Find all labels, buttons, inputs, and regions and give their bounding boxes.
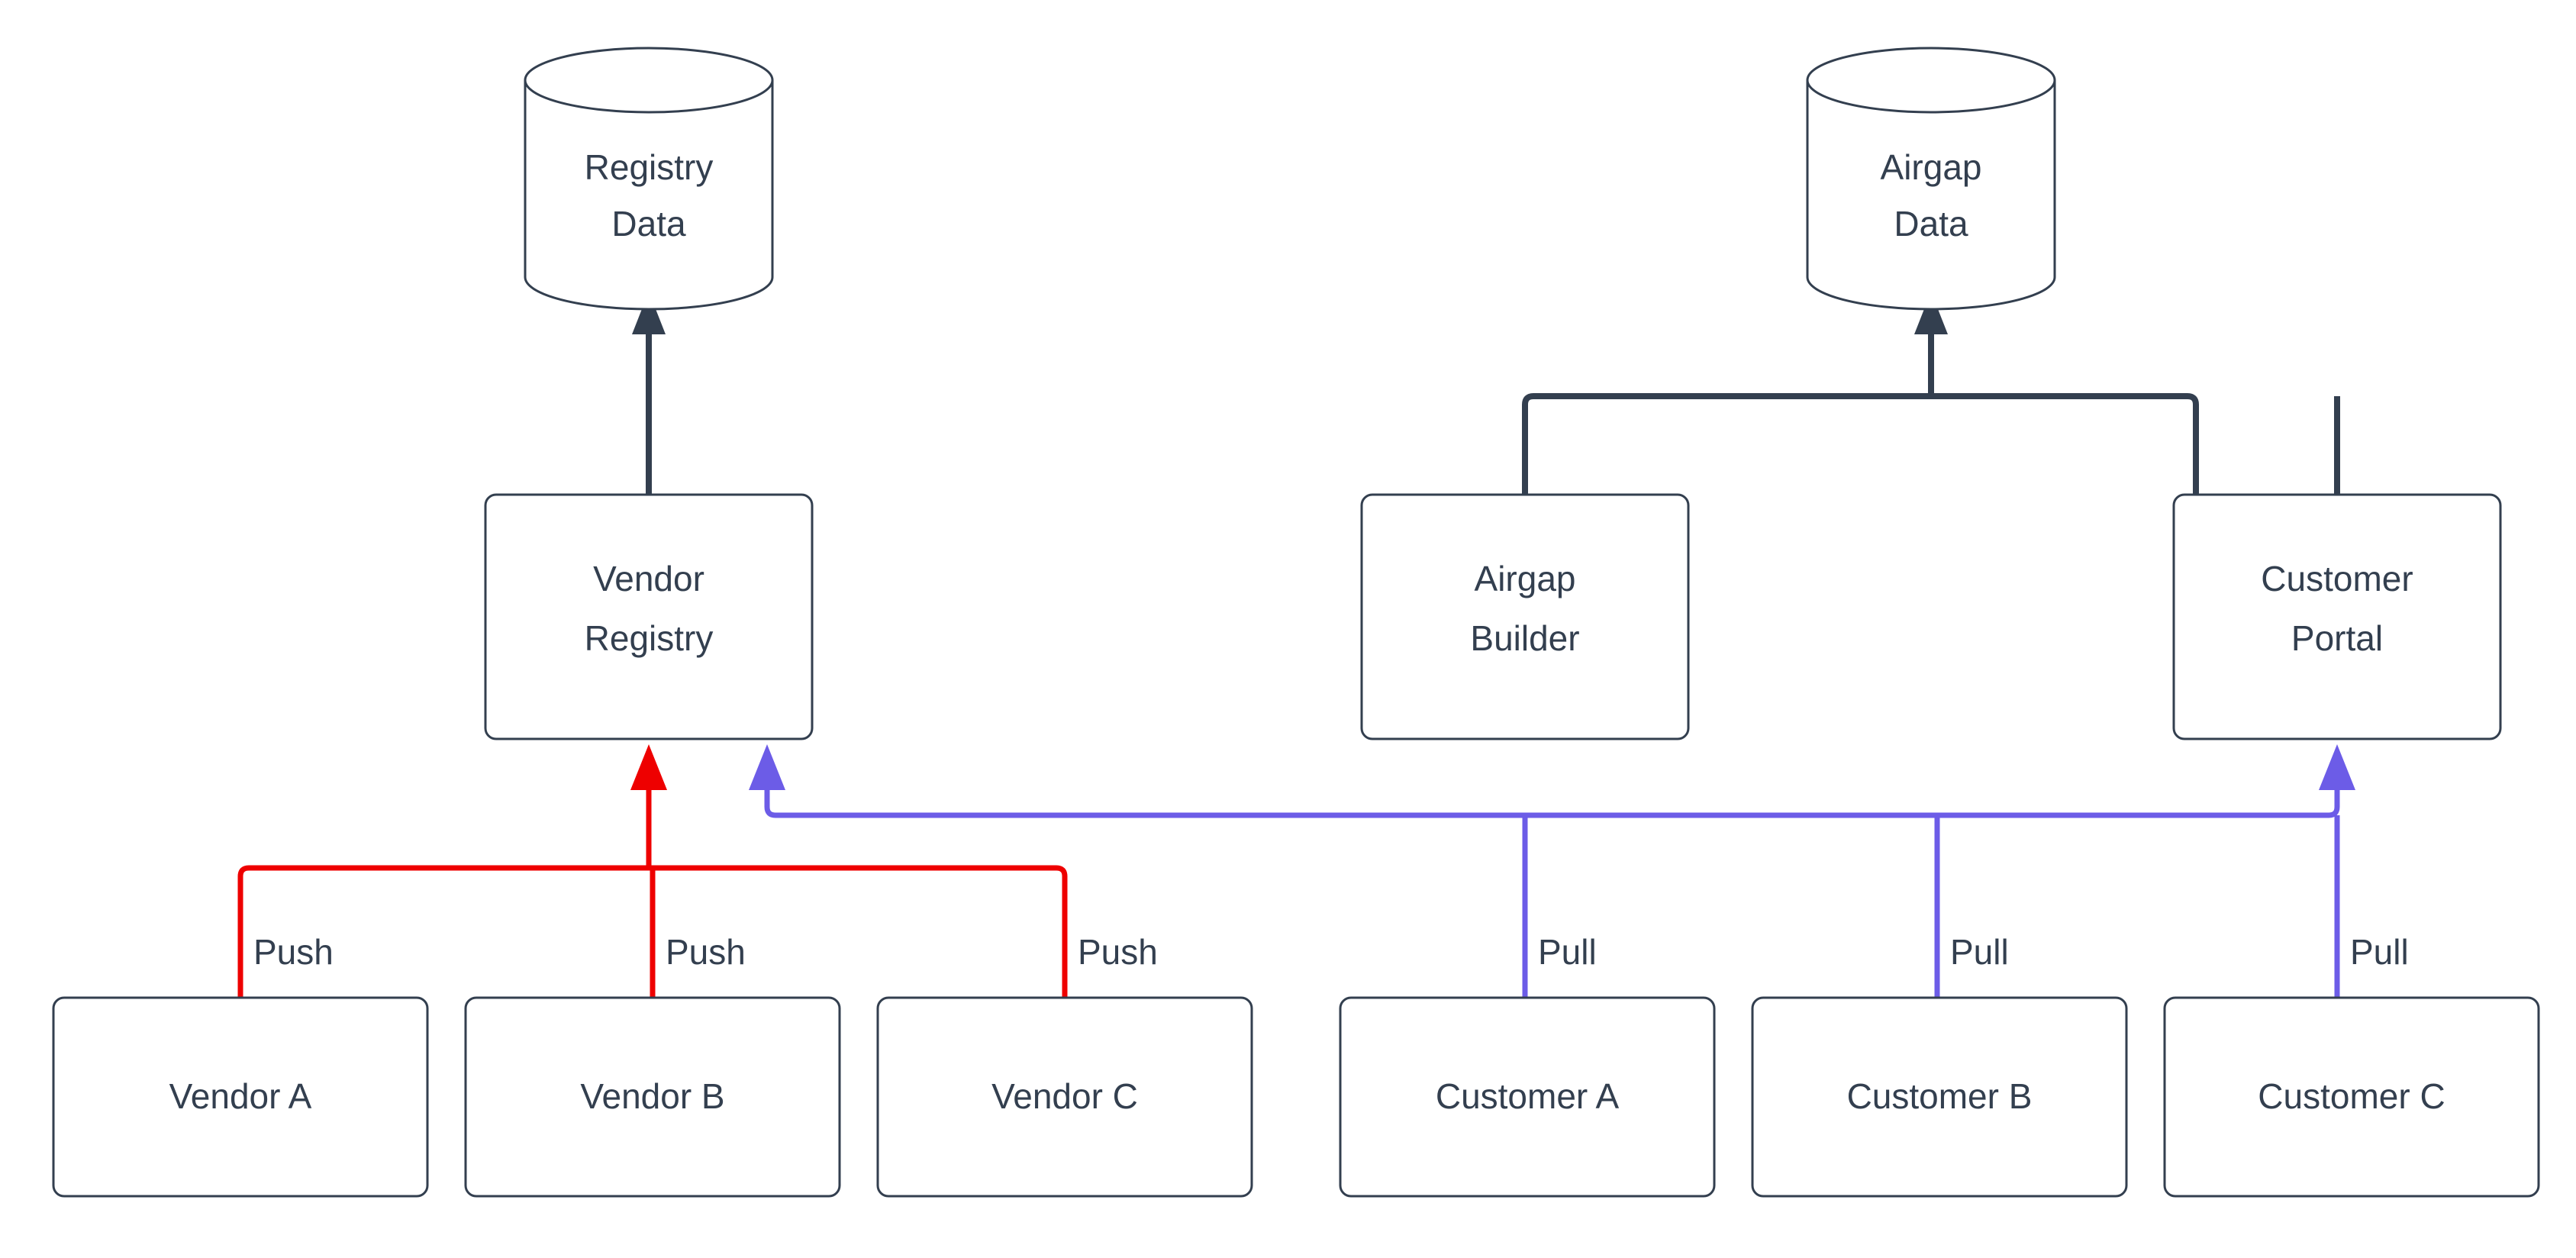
edge-label-push-b: Push (666, 932, 746, 972)
actor-vendor-c[interactable]: Vendor C (876, 996, 1253, 1198)
service-airgap-builder[interactable]: Airgap Builder (1360, 493, 1690, 740)
actor-customer-c[interactable]: Customer C (2163, 996, 2540, 1198)
edge-group-push (237, 744, 1068, 998)
actor-label: Vendor C (991, 1076, 1138, 1116)
actor-label: Vendor B (580, 1076, 724, 1116)
edge-label-pull-b: Pull (1950, 932, 2009, 972)
service-vendor-registry[interactable]: Vendor Registry (484, 493, 814, 740)
edge-group-pull (749, 744, 2355, 998)
actor-label: Customer A (1436, 1076, 1620, 1116)
edge-airgap-bus-to-airgap-data (1522, 292, 2340, 495)
actor-label: Customer B (1847, 1076, 2033, 1116)
edge-label-push-c: Push (1078, 932, 1158, 972)
service-label-line2: Portal (2291, 618, 2383, 658)
arrowhead-up-icon (2319, 744, 2355, 790)
datastore-registry-data[interactable]: Registry Data (524, 47, 774, 311)
service-label-line1: Customer (2261, 559, 2413, 598)
edge-label-pull-a: Pull (1538, 932, 1597, 972)
actor-label: Customer C (2258, 1076, 2445, 1116)
actor-label: Vendor A (169, 1076, 312, 1116)
service-label-line1: Airgap (1475, 559, 1576, 598)
datastore-label-line2: Data (611, 204, 686, 244)
actor-customer-b[interactable]: Customer B (1751, 996, 2128, 1198)
service-label-line2: Registry (585, 618, 714, 658)
actor-customer-a[interactable]: Customer A (1339, 996, 1716, 1198)
datastore-airgap-data[interactable]: Airgap Data (1806, 47, 2056, 311)
arrowhead-up-icon (749, 744, 785, 790)
arrowhead-up-icon (630, 744, 667, 790)
service-label-line2: Builder (1470, 618, 1579, 658)
arrowhead-up-icon (632, 292, 666, 334)
datastore-label-line1: Registry (585, 147, 714, 187)
actor-vendor-b[interactable]: Vendor B (464, 996, 841, 1198)
edge-vendor-registry-to-registry-data (632, 292, 666, 495)
edge-label-push-a: Push (253, 932, 334, 972)
actor-vendor-a[interactable]: Vendor A (52, 996, 429, 1198)
service-label-line1: Vendor (593, 559, 704, 598)
service-customer-portal[interactable]: Customer Portal (2172, 493, 2502, 740)
datastore-label-line1: Airgap (1881, 147, 1982, 187)
arrowhead-up-icon (1914, 292, 1948, 334)
edge-label-pull-c: Pull (2350, 932, 2409, 972)
datastore-label-line2: Data (1894, 204, 1968, 244)
